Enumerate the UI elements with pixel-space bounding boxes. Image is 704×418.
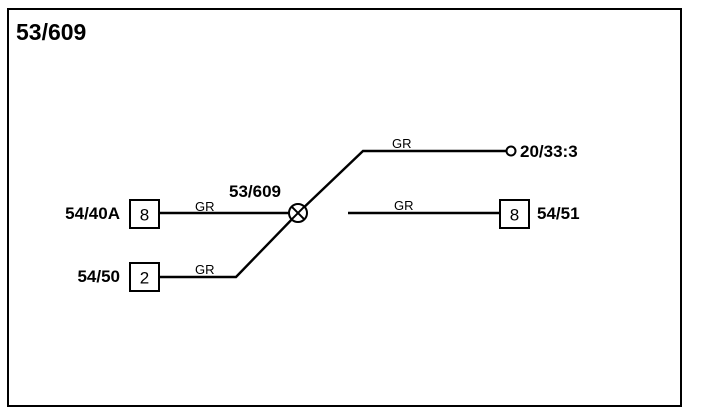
diagram-title: 53/609: [16, 19, 86, 45]
wire-color-code: GR: [394, 198, 414, 213]
connector-54-50-box: [129, 262, 160, 292]
connector-pin-number: 8: [510, 206, 519, 225]
diagram-frame: [7, 8, 682, 407]
terminal-label: 20/33:3: [520, 142, 578, 161]
terminal-ring-icon: [505, 145, 517, 157]
connector-label: 54/51: [537, 204, 580, 223]
splice-label: 53/609: [229, 182, 281, 201]
wire-color-code: GR: [195, 262, 215, 277]
wire-color-code: GR: [195, 199, 215, 214]
connector-54-40a-box: [129, 199, 160, 229]
connector-pin-number: 2: [140, 269, 149, 288]
connector-label: 54/40A: [65, 204, 120, 223]
wire-54-50-to-splice: [160, 212, 299, 279]
wire-color-code: GR: [392, 136, 412, 151]
splice-icon: [288, 203, 308, 223]
connector-label: 54/50: [77, 267, 120, 286]
wire-splice-to-20-33-3: [297, 149, 506, 214]
connector-54-51-box: [499, 199, 530, 229]
connector-pin-number: 8: [140, 206, 149, 225]
